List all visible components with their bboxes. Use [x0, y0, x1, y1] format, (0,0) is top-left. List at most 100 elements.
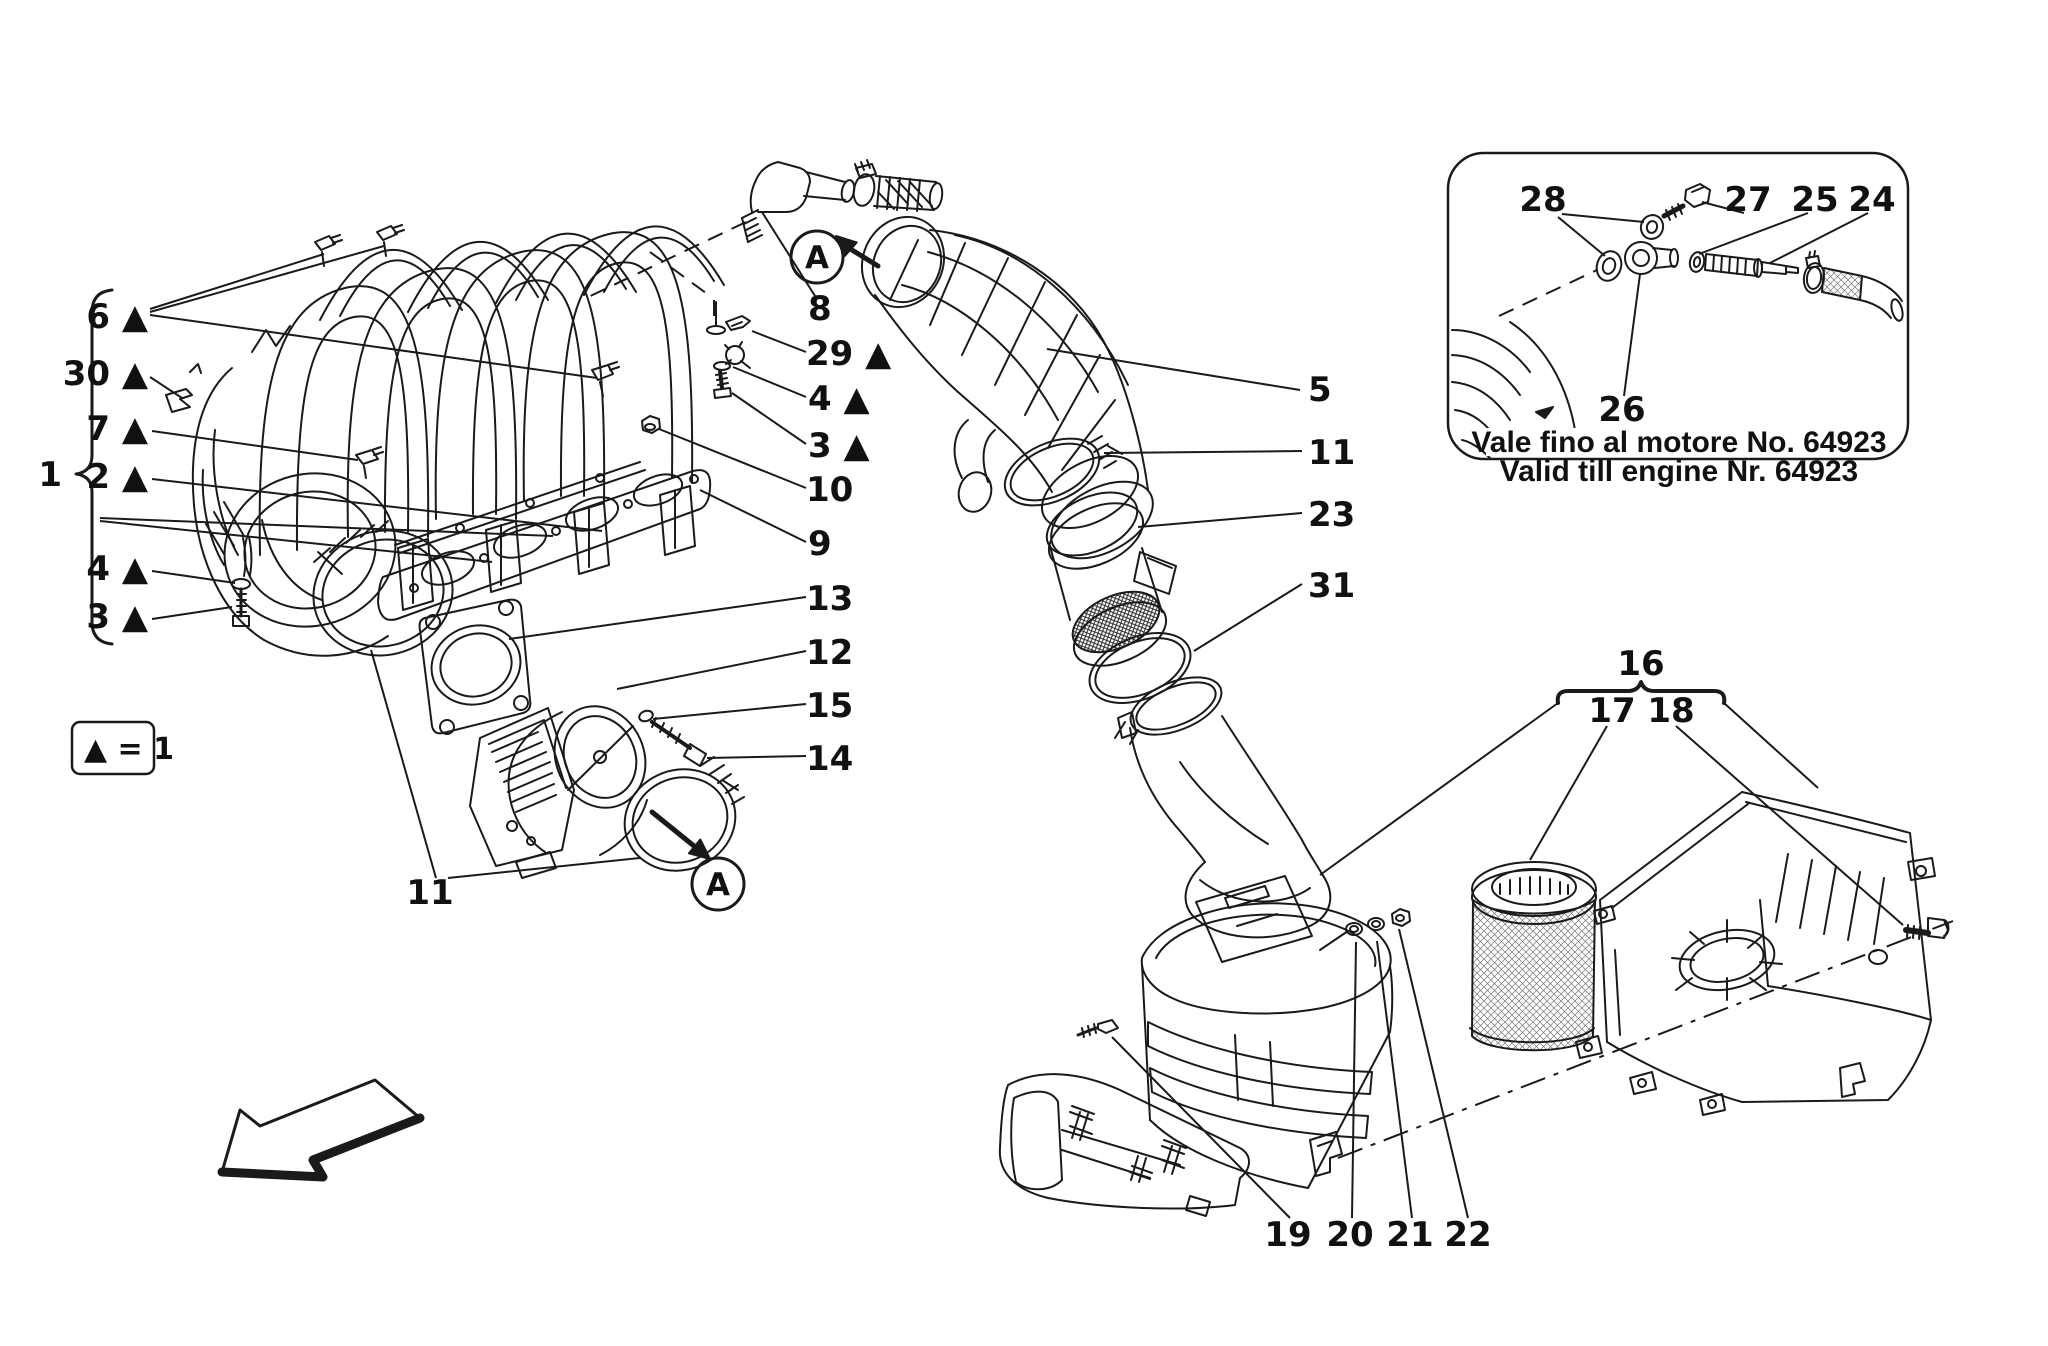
part-label-21-24: 21	[1386, 1215, 1433, 1255]
leader-line-17	[616, 650, 807, 690]
leader-line-0	[149, 253, 325, 310]
part-label-5-17: 5	[1308, 370, 1332, 410]
leader-line-23	[1103, 450, 1303, 454]
part-label-16-26: 16	[1617, 644, 1664, 684]
leader-line-5	[151, 478, 603, 532]
leader-line-39	[1623, 273, 1641, 397]
part-label-7-2: 7 ▲	[86, 409, 148, 449]
intake-hose-maf-drawing	[860, 215, 1192, 704]
leader-line-19	[706, 755, 807, 759]
leader-line-41	[649, 251, 711, 297]
part-label-28-29: 28	[1519, 180, 1566, 220]
view-arrow-bottom	[649, 809, 711, 860]
part-label-4-9: 4 ▲	[808, 379, 870, 419]
part-label-23-19: 23	[1308, 495, 1355, 535]
leader-line-22	[1046, 348, 1301, 391]
leader-line-1	[149, 245, 385, 313]
leader-line-13	[731, 392, 807, 445]
leader-line-2	[149, 314, 598, 379]
view-marker-letter-0: A	[805, 240, 829, 276]
leader-line-34	[1561, 213, 1645, 223]
part-label-20-23: 20	[1326, 1215, 1373, 1255]
caption-mask	[1486, 428, 1874, 456]
part-label-10-11: 10	[806, 470, 853, 510]
part-label-25-31: 25	[1791, 180, 1838, 220]
part-label-2-3: 2 ▲	[86, 457, 148, 497]
leader-line-36	[1701, 201, 1745, 214]
part-label-15-15: 15	[806, 686, 853, 726]
intake-manifold-drawing	[165, 224, 751, 657]
part-label-6-0: 6 ▲	[86, 297, 148, 337]
leader-line-35	[1557, 216, 1606, 257]
air-filter-element-drawing	[1469, 861, 1597, 1052]
leader-line-21	[447, 857, 641, 879]
intake-duct-drawing	[1114, 676, 1332, 939]
leader-line-28	[1529, 725, 1608, 861]
leader-line-33	[1398, 928, 1469, 1219]
leader-line-37	[1698, 212, 1809, 255]
leader-lines-layer	[99, 201, 1954, 1219]
part-label-17-27: 17	[1588, 691, 1635, 731]
legend-box	[70, 720, 156, 776]
leader-line-29	[1675, 725, 1904, 926]
part-label-31-20: 31	[1308, 566, 1355, 606]
leader-line-7	[99, 520, 493, 563]
airbox-drawing	[998, 875, 1411, 1217]
inset-caption-italian: Vale fino al motore No. 64923	[1471, 426, 1886, 459]
leader-line-26	[1319, 702, 1559, 876]
part-label-4-5: 4 ▲	[86, 549, 148, 589]
inset-caption-english: Valid till engine Nr. 64923	[1500, 455, 1859, 488]
part-label-26-33: 26	[1598, 390, 1645, 430]
leader-line-24	[1137, 512, 1303, 528]
leader-line-14	[658, 428, 807, 489]
leader-line-32	[1376, 940, 1413, 1219]
part-label-27-30: 27	[1724, 180, 1771, 220]
leader-line-11	[751, 330, 807, 353]
view-marker-circle-0	[789, 229, 845, 285]
part-label-14-16: 14	[806, 739, 853, 779]
part-label-30-1: 30 ▲	[63, 354, 149, 394]
part-label-22-25: 22	[1444, 1215, 1491, 1255]
part-label-8-7: 8	[808, 289, 832, 329]
leader-line-8	[151, 570, 236, 584]
leader-line-12	[732, 366, 807, 398]
legend-label: ▲ = 1	[84, 732, 174, 767]
leader-line-25	[1193, 583, 1303, 652]
direction-arrow	[217, 1078, 425, 1182]
group-1-brace	[74, 288, 114, 646]
leader-line-4	[151, 430, 359, 461]
leader-line-3	[149, 376, 183, 399]
part-label-11-21: 11	[406, 873, 453, 913]
part-label-1-4: 1	[38, 455, 62, 495]
part-label-29-8: 29 ▲	[806, 334, 892, 374]
leader-line-20	[370, 649, 437, 879]
throttle-body-drawing	[418, 598, 745, 879]
group-16-bracket	[1555, 680, 1727, 705]
part-label-13-13: 13	[806, 579, 853, 619]
view-marker-letter-1: A	[706, 867, 730, 903]
part-label-11-18: 11	[1308, 433, 1355, 473]
airbox-cover-drawing	[1575, 791, 1950, 1116]
leader-line-40	[581, 221, 747, 301]
inset-detail-box	[1446, 151, 1910, 461]
leader-line-15	[699, 489, 807, 543]
leader-line-31	[1351, 941, 1357, 1219]
leader-line-18	[652, 703, 807, 720]
part-label-12-14: 12	[806, 633, 853, 673]
leader-line-30	[1111, 1036, 1291, 1219]
leader-line-9	[151, 606, 233, 620]
part-label-19-22: 19	[1264, 1215, 1311, 1255]
leader-line-6	[99, 517, 554, 537]
leader-line-16	[508, 596, 807, 640]
leader-line-38	[1769, 212, 1869, 264]
leader-line-44	[1337, 920, 1954, 1159]
part-label-3-10: 3 ▲	[808, 426, 870, 466]
leader-line-43	[1498, 269, 1598, 317]
part-label-18-28: 18	[1647, 691, 1694, 731]
part-label-3-6: 3 ▲	[86, 597, 148, 637]
part-labels-layer: 6 ▲30 ▲7 ▲2 ▲14 ▲3 ▲829 ▲4 ▲3 ▲109131215…	[38, 180, 1895, 1255]
view-markers-layer: AA	[690, 229, 845, 912]
leader-line-27	[1723, 702, 1819, 789]
part-label-9-12: 9	[808, 524, 832, 564]
